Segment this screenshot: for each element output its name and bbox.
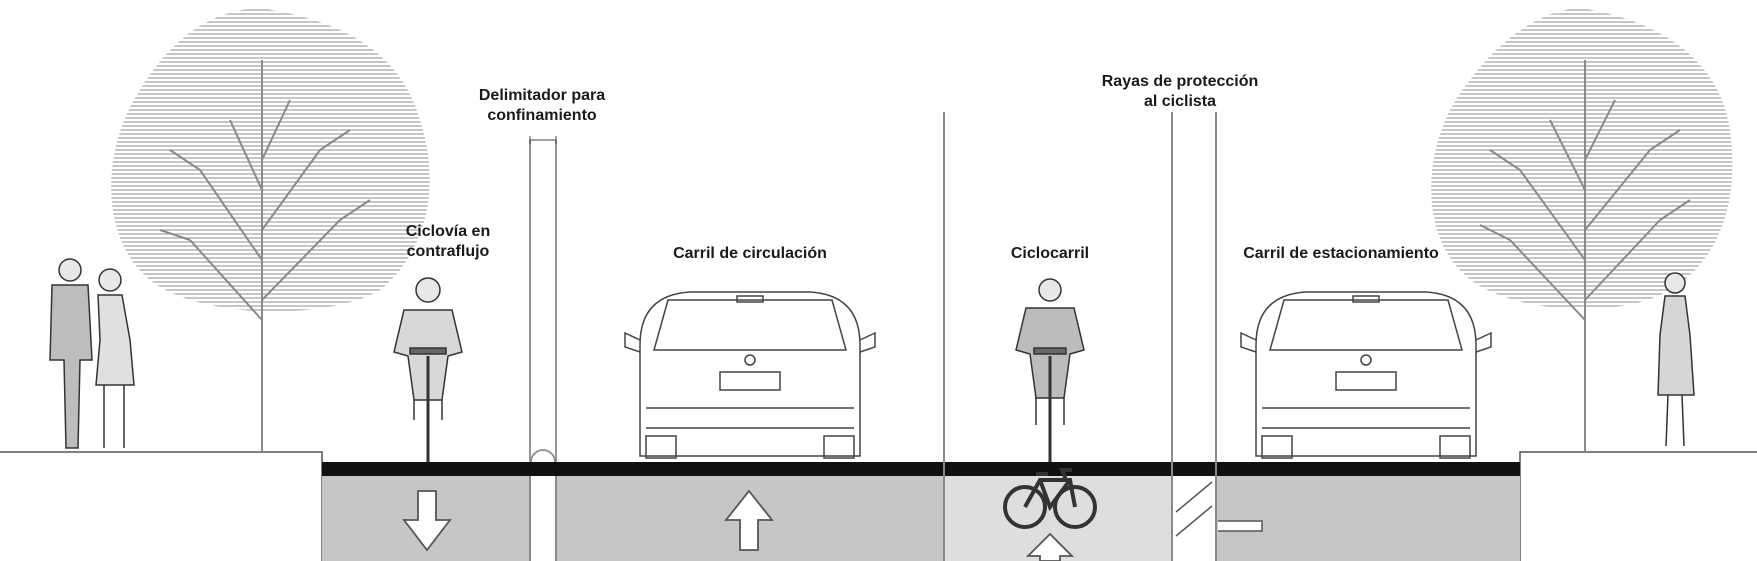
car-parked	[1240, 291, 1492, 459]
label-traffic-lane: Carril de circulación	[673, 245, 827, 262]
parking-marking	[1218, 520, 1263, 532]
arrow-up-icon	[724, 489, 774, 551]
arrow-down-icon	[402, 490, 452, 552]
label-bike-lane: Ciclocarril	[1010, 245, 1090, 262]
barrier-post	[529, 136, 557, 463]
car-traffic-lane	[624, 291, 876, 459]
label-barrier: Delimitador para confinamiento	[452, 86, 632, 126]
label-barrier-line-2: confinamiento	[487, 107, 597, 124]
pedestrian-couple	[49, 258, 135, 449]
sidewalk-left	[0, 451, 323, 561]
barrier-surface	[530, 476, 556, 561]
label-stripes-line-1: Rayas de protección	[1101, 73, 1259, 90]
label-parking-lane: Carril de estacionamiento	[1243, 245, 1439, 262]
label-contraflow-line-1: Ciclovía en	[405, 223, 491, 240]
lane-dividers	[529, 112, 1217, 561]
sidewalk-right	[1519, 451, 1757, 561]
pedestrian-woman	[1657, 272, 1695, 447]
cyclist-bike-lane	[1015, 278, 1085, 462]
label-barrier-line-1: Delimitador para	[478, 87, 606, 104]
label-contraflow-line-2: contraflujo	[406, 243, 490, 260]
tree-left	[111, 8, 430, 452]
bicycle-symbol-icon	[1003, 468, 1097, 529]
road-surface-band	[322, 462, 1520, 476]
protection-stripes-surface	[1172, 476, 1216, 561]
label-contraflow-bike-lane: Ciclovía en contraflujo	[380, 222, 516, 262]
label-stripes-line-2: al ciclista	[1143, 93, 1217, 110]
label-protection-stripes: Rayas de protección al ciclista	[1080, 72, 1280, 112]
cyclist-contraflow	[393, 277, 463, 462]
arrow-up-small-icon	[1025, 532, 1075, 561]
parking-lane-surface	[1216, 476, 1520, 561]
tree-right	[1431, 8, 1733, 452]
protection-stripes	[1175, 481, 1213, 537]
